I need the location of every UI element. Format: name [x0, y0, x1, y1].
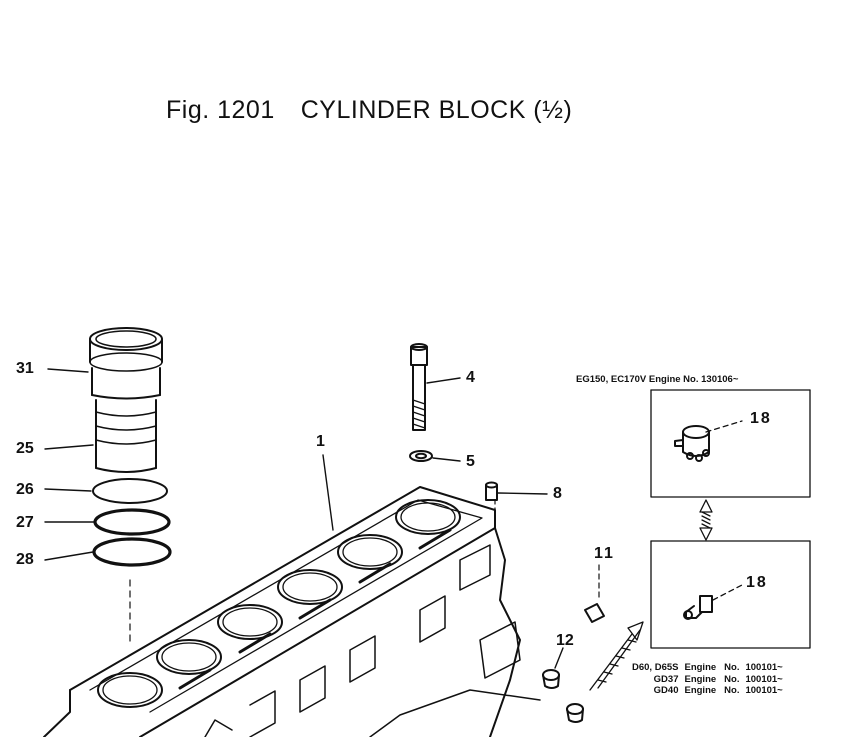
- cylinder-liner: [89, 327, 163, 473]
- washer: [409, 450, 433, 462]
- variant-row: GD40 Engine No. 100101~: [632, 686, 783, 698]
- callout-25: 25: [16, 440, 34, 457]
- variant-label: Engine: [684, 685, 717, 696]
- callout-1: 1: [316, 433, 325, 450]
- variant-serial: 100101~: [745, 673, 783, 685]
- variant-no: No.: [724, 673, 740, 685]
- variant-no: No.: [724, 685, 740, 696]
- variant-models: GD37: [653, 673, 679, 685]
- cylinder-block: [43, 486, 541, 737]
- variant-models: D60, D65S: [632, 662, 679, 673]
- head-bolt: [410, 343, 428, 431]
- variant-no: No.: [724, 662, 740, 673]
- callout-12: 12: [556, 632, 574, 649]
- dowel-pin: [485, 481, 498, 501]
- callout-18-top: 18: [750, 410, 772, 427]
- callout-28: 28: [16, 551, 34, 568]
- callout-18-bottom: 18: [746, 574, 768, 591]
- figure-number: Fig. 1201: [166, 96, 275, 124]
- variant-box-bottom: [650, 540, 811, 649]
- variant-label: Engine: [684, 662, 717, 673]
- variant-serial: 100101~: [745, 662, 783, 673]
- callout-31: 31: [16, 360, 34, 377]
- variant-label: Engine: [684, 673, 717, 685]
- plugs: [542, 564, 605, 723]
- seal-rings: [92, 478, 172, 646]
- callout-26: 26: [16, 481, 34, 498]
- variant-row: D60, D65S Engine No. 100101~: [632, 663, 783, 675]
- callout-4: 4: [466, 369, 475, 386]
- callout-27: 27: [16, 514, 34, 531]
- variant-serial: 100101~: [745, 685, 783, 696]
- figure-name: CYLINDER BLOCK (½): [300, 96, 573, 124]
- variant-row: GD37 Engine No. 100101~: [632, 673, 783, 687]
- swap-arrow: [589, 499, 713, 691]
- leader-lines: [44, 368, 564, 669]
- variant-box-top: [650, 389, 811, 498]
- callout-5: 5: [466, 453, 475, 470]
- variant-bottom-caption: D60, D65S Engine No. 100101~ GD37 Engine…: [632, 663, 783, 698]
- variant-models: GD40: [653, 685, 679, 696]
- variant-top-caption: EG150, EC170V Engine No. 130106~: [576, 374, 739, 385]
- figure-title: Fig. 1201 CYLINDER BLOCK (½): [166, 96, 572, 125]
- callout-8: 8: [553, 485, 562, 502]
- callout-11: 11: [594, 545, 615, 562]
